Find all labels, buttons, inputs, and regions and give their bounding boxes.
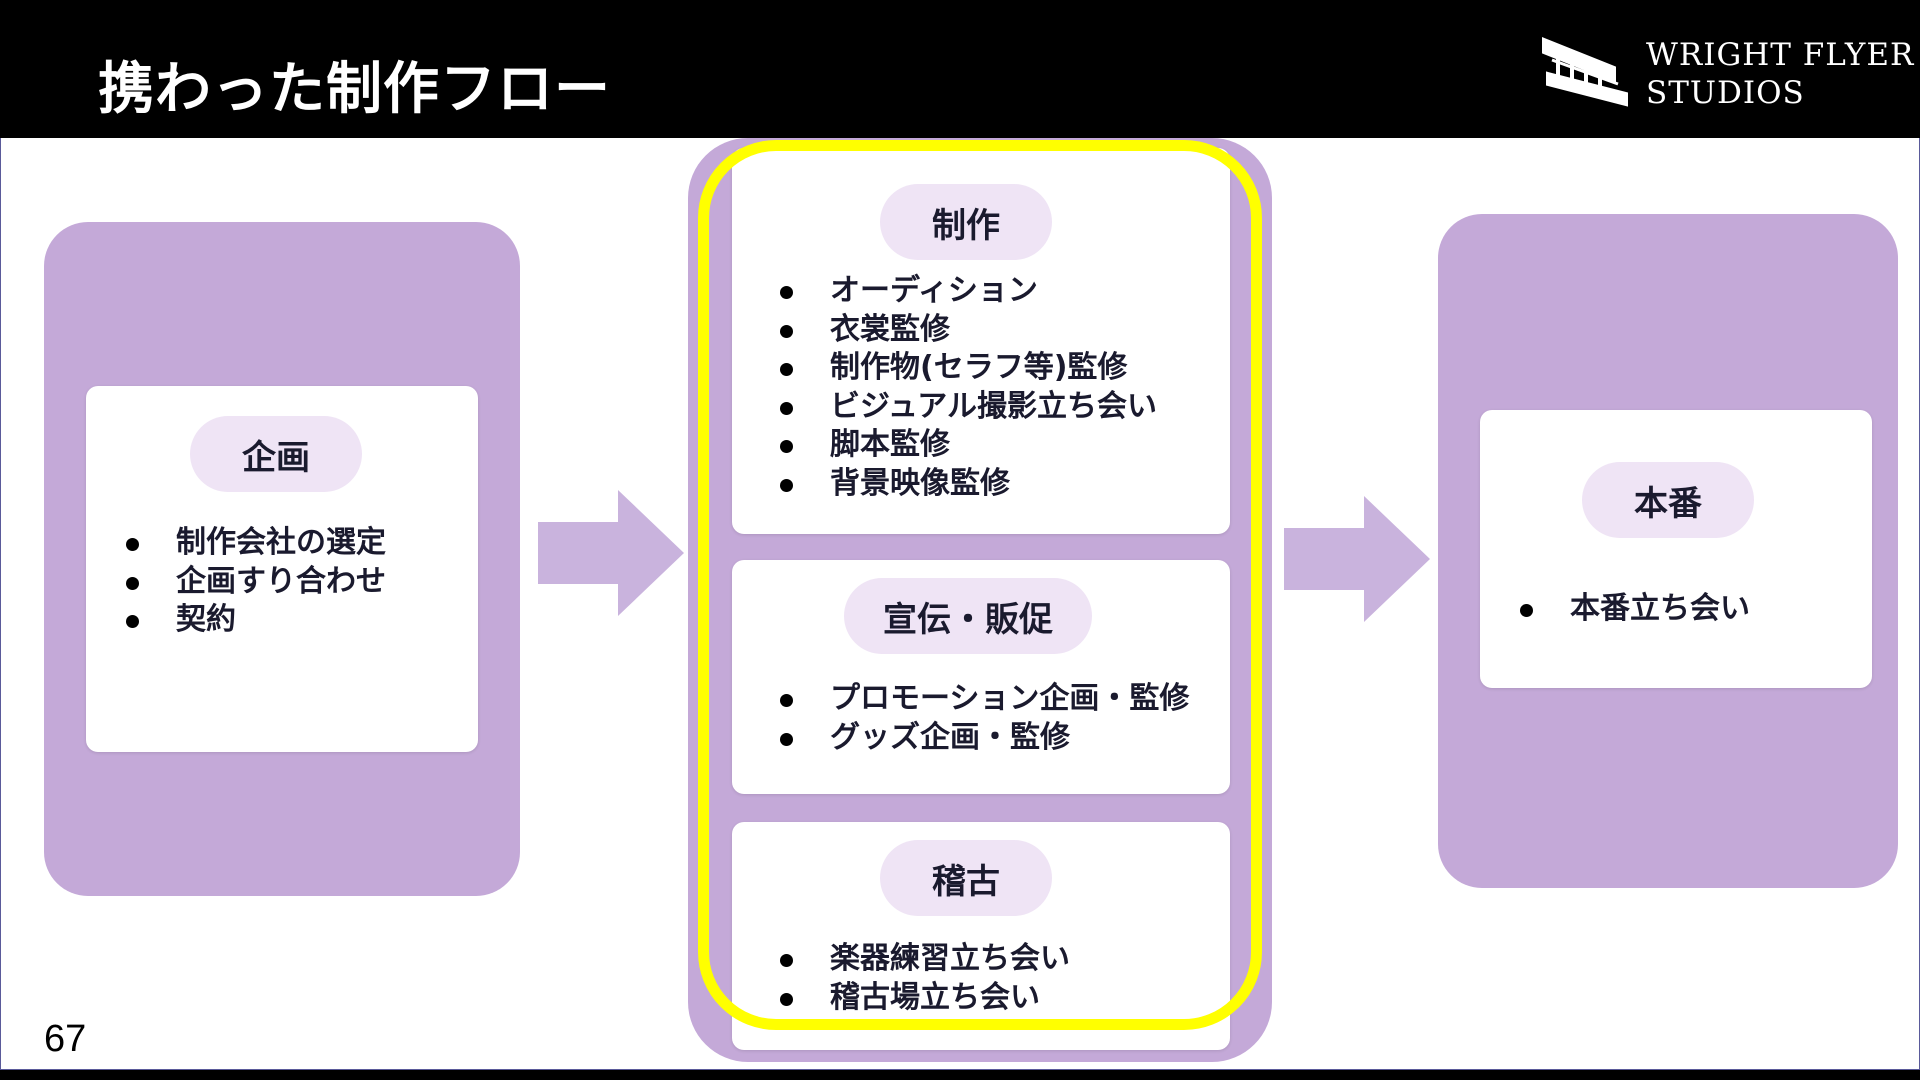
biplane-logo-icon	[1542, 37, 1628, 107]
performance-panel: 本番 本番立ち会い	[1438, 214, 1898, 888]
rehearsal-list: 楽器練習立ち会い 稽古場立ち会い	[776, 940, 1070, 1017]
planning-panel: 企画 制作会社の選定 企画すり合わせ 契約	[44, 222, 520, 896]
list-item: 背景映像監修	[776, 465, 1157, 504]
list-item: 制作会社の選定	[122, 524, 386, 563]
list-item: 本番立ち会い	[1516, 590, 1750, 629]
list-item: 脚本監修	[776, 426, 1157, 465]
production-card: 制作 オーディション 衣裳監修 制作物(セラフ等)監修 ビジュアル撮影立ち会い …	[732, 148, 1230, 534]
page-number: 67	[44, 1018, 87, 1060]
production-panel: 制作 オーディション 衣裳監修 制作物(セラフ等)監修 ビジュアル撮影立ち会い …	[688, 138, 1272, 1062]
list-item: 楽器練習立ち会い	[776, 940, 1070, 979]
logo-line-1: WRIGHT FLYER	[1646, 37, 1915, 73]
production-heading: 制作	[880, 184, 1052, 260]
list-item: 企画すり合わせ	[122, 563, 386, 602]
promotion-heading: 宣伝・販促	[844, 578, 1092, 654]
list-item: プロモーション企画・監修	[776, 680, 1189, 719]
logo-wordmark: WRIGHT FLYER STUDIOS	[1646, 36, 1914, 112]
list-item: 制作物(セラフ等)監修	[776, 349, 1157, 388]
list-item: 衣裳監修	[776, 311, 1157, 350]
list-item: 契約	[122, 601, 386, 640]
slide-title: 携わった制作フロー	[98, 57, 611, 122]
performance-card: 本番 本番立ち会い	[1480, 410, 1872, 688]
promotion-list: プロモーション企画・監修 グッズ企画・監修	[776, 680, 1189, 757]
production-list: オーディション 衣裳監修 制作物(セラフ等)監修 ビジュアル撮影立ち会い 脚本監…	[776, 272, 1157, 503]
planning-list: 制作会社の選定 企画すり合わせ 契約	[122, 524, 386, 640]
rehearsal-card: 稽古 楽器練習立ち会い 稽古場立ち会い	[732, 822, 1230, 1050]
list-item: オーディション	[776, 272, 1157, 311]
promotion-card: 宣伝・販促 プロモーション企画・監修 グッズ企画・監修	[732, 560, 1230, 794]
list-item: ビジュアル撮影立ち会い	[776, 388, 1157, 427]
flow-arrow-right-icon	[538, 490, 684, 616]
company-logo: WRIGHT FLYER STUDIOS	[1538, 30, 1913, 111]
logo-line-2: STUDIOS	[1646, 75, 1805, 111]
performance-heading: 本番	[1582, 462, 1754, 538]
header-bar: 携わった制作フロー WRIGHT FLYER STUDIOS	[0, 0, 1920, 138]
planning-heading: 企画	[190, 416, 362, 492]
list-item: 稽古場立ち会い	[776, 979, 1070, 1018]
performance-list: 本番立ち会い	[1516, 590, 1750, 629]
flow-arrow-right-icon	[1284, 496, 1430, 622]
rehearsal-heading: 稽古	[880, 840, 1052, 916]
planning-card: 企画 制作会社の選定 企画すり合わせ 契約	[86, 386, 478, 752]
highlight-outline	[698, 140, 1262, 1030]
list-item: グッズ企画・監修	[776, 719, 1189, 758]
